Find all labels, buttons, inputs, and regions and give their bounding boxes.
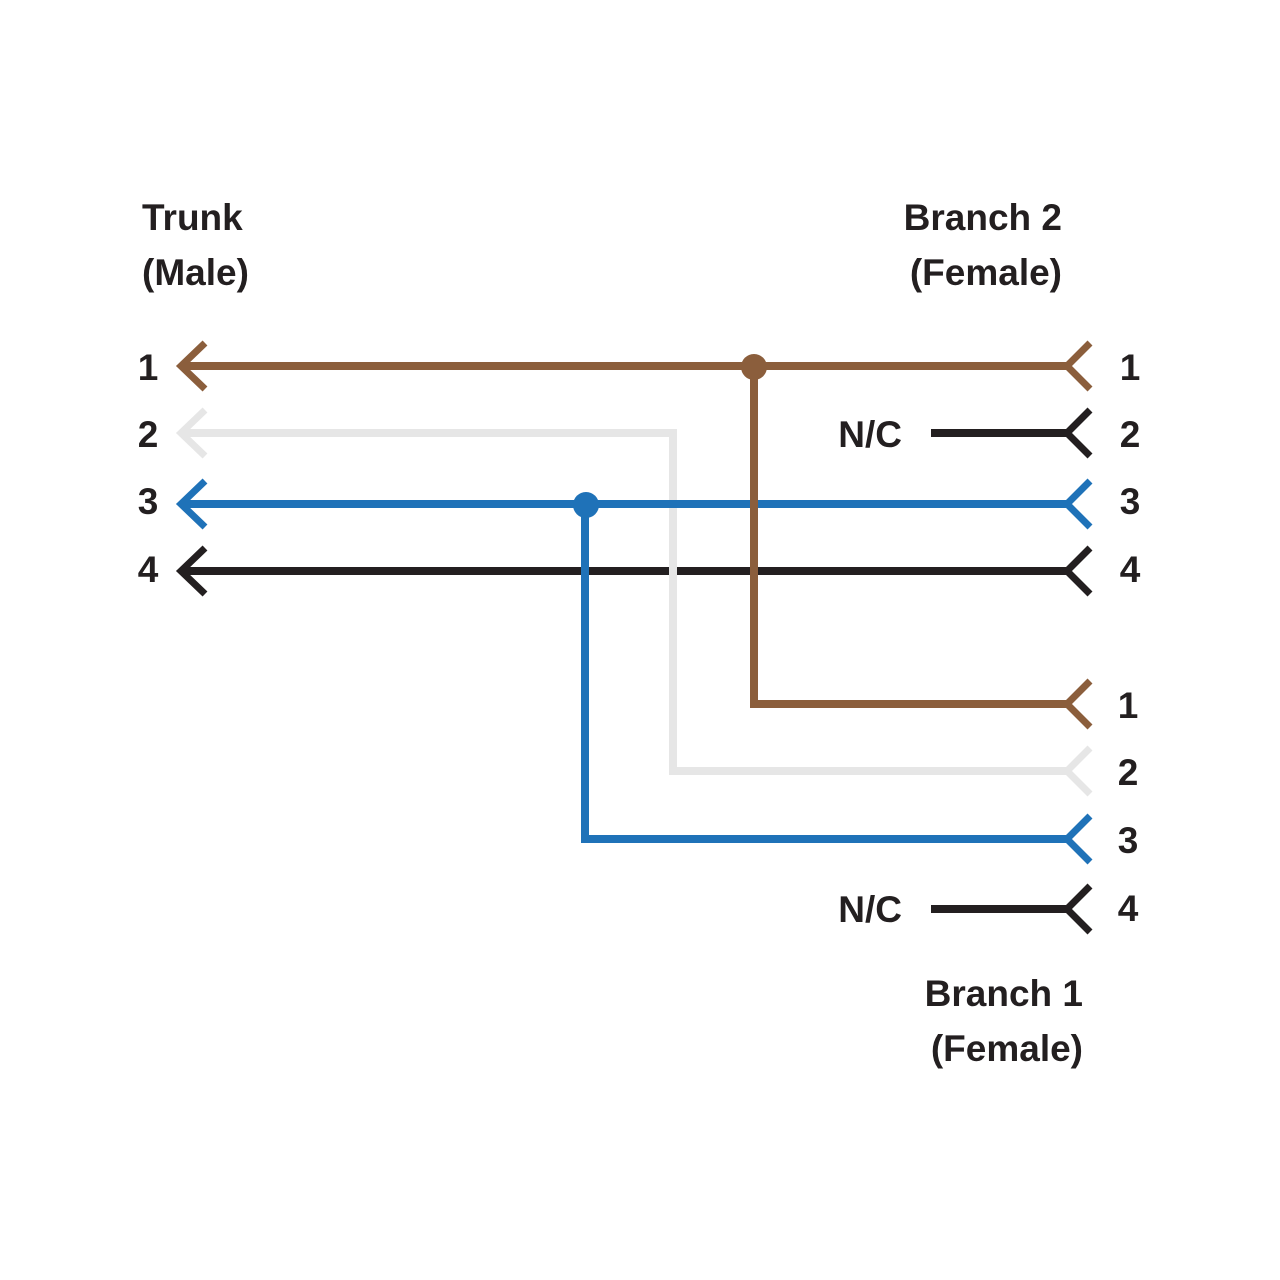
branch1-pin-2-female-connector: [1062, 745, 1093, 797]
branch2-pin-2-female-connector: [1062, 407, 1093, 459]
pin3-junction-dot: [573, 492, 599, 518]
trunk-pin-2-male-connector: [175, 407, 208, 459]
branch1-pin-4-nc-label: N/C: [838, 889, 902, 930]
branch1-pin-2-label: 2: [1118, 752, 1139, 793]
branch2-pin-3-female-connector: [1062, 478, 1093, 530]
trunk-subtitle: (Male): [142, 252, 249, 293]
branch2-pin-2-nc-label: N/C: [838, 414, 902, 455]
branch1-pin-3-label: 3: [1118, 820, 1139, 861]
branch2-subtitle: (Female): [910, 252, 1062, 293]
branch2-pin-4-label: 4: [1120, 549, 1141, 590]
trunk-pin-1-male-connector: [175, 340, 208, 392]
trunk-pin-3-male-connector: [175, 478, 208, 530]
branch1-title: Branch 1: [925, 973, 1083, 1014]
wires: [183, 362, 1068, 913]
branch2-pin-1-female-connector: [1062, 340, 1093, 392]
branch1-pin-1-female-connector: [1062, 678, 1093, 730]
trunk-pin-4-label: 4: [138, 549, 159, 590]
branch1-pin-1-label: 1: [1118, 685, 1139, 726]
pin1-junction-dot: [741, 354, 767, 380]
trunk-pin-1-label: 1: [138, 347, 159, 388]
branch2-pin-1-label: 1: [1120, 347, 1141, 388]
trunk-pin-2-label: 2: [138, 414, 159, 455]
branch1-subtitle: (Female): [931, 1028, 1083, 1069]
branch1-pin-4-female-connector: [1062, 883, 1093, 935]
branch2-connector-heads: [1062, 340, 1093, 597]
wire-pin3-branch1: [581, 504, 1068, 843]
trunk-pin-3-label: 3: [138, 481, 159, 522]
trunk-connector-heads: [175, 340, 208, 597]
branch2-title: Branch 2: [904, 197, 1062, 238]
branch2-pin-4-female-connector: [1062, 545, 1093, 597]
trunk-title: Trunk: [142, 197, 243, 238]
branch2-pin-3-label: 3: [1120, 481, 1141, 522]
branch1-pin-4-label: 4: [1118, 888, 1139, 929]
branch1-connector-heads: [1062, 678, 1093, 935]
branch1-pin-3-female-connector: [1062, 813, 1093, 865]
wire-pin2: [183, 429, 1068, 775]
branch2-pin-2-label: 2: [1120, 414, 1141, 455]
wire-pin1-branch1: [750, 366, 1068, 708]
trunk-pin-4-male-connector: [175, 545, 208, 597]
